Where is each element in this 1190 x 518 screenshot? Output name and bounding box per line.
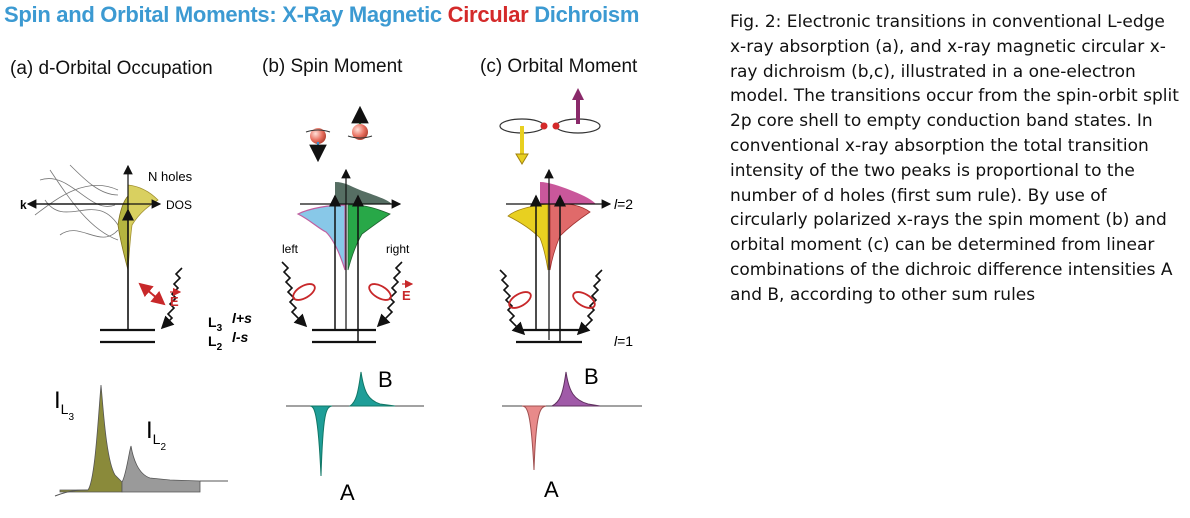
figure-title: Spin and Orbital Moments: X-Ray Magnetic… (4, 2, 639, 28)
orbital-dos-right (549, 203, 591, 271)
orbital-dichroism-peak-b (551, 371, 601, 407)
l2-peak-shape (121, 445, 201, 493)
l3-term: l+s (232, 310, 252, 326)
title-part-3: Dichroism (528, 2, 640, 27)
peak-b-label: B (584, 364, 599, 389)
i-l2-label: IL2 (146, 417, 166, 453)
photon-wave-arrow-icon (499, 269, 526, 336)
spin-dos-right (347, 204, 391, 271)
spin-electron-icon (305, 105, 373, 163)
spin-dos-left (296, 204, 346, 271)
l-equals-1-label: l=1 (614, 333, 633, 349)
panel-c-heading: (c) Orbital Moment (480, 56, 638, 77)
l3-label: L3 (208, 314, 223, 334)
diagram-canvas: N holes k DOS E L3 l+s L2 l-s IL3 IL2 (20, 88, 642, 505)
spin-dichroism-peak-b (348, 371, 396, 407)
e-field-arrow-icon (138, 282, 154, 298)
band-structure-curves (34, 164, 119, 241)
figure-caption: Fig. 2: Electronic transitions in conven… (730, 10, 1182, 308)
right-label: right (386, 242, 410, 256)
k-label: k (20, 198, 27, 212)
n-holes-label: N holes (148, 169, 193, 184)
peak-a-label: A (340, 480, 355, 505)
photon-wave-arrow-left-icon (281, 261, 308, 328)
polarization-ellipse-icon (508, 291, 532, 309)
xmcd-figure: Spin and Orbital Moments: X-Ray Magnetic… (4, 2, 642, 505)
panel-b-heading: (b) Spin Moment (262, 56, 403, 77)
dos-occupied-shape (127, 184, 159, 271)
title-part-2: Circular (447, 2, 529, 27)
l2-label: L2 (208, 333, 223, 353)
e-vector-label-b: E (402, 288, 411, 303)
panel-a-diagram: N holes k DOS E L3 l+s L2 l-s IL3 IL2 (20, 164, 252, 497)
l3-peak-shape (59, 384, 123, 493)
left-label: left (282, 242, 299, 256)
orbital-electron-icon (499, 88, 601, 165)
caption-text: Fig. 2: Electronic transitions in conven… (730, 12, 1179, 305)
spin-dichroism-peak-a (309, 405, 333, 477)
i-l3-label: IL3 (54, 387, 74, 423)
orbital-dichroism-peak-a (521, 405, 547, 471)
l2-term: l-s (232, 329, 249, 345)
peak-a-label: A (544, 477, 559, 502)
photon-wave-arrow-right-icon (376, 261, 403, 328)
title-part-1: Spin and Orbital Moments: X-Ray Magnetic (4, 2, 448, 27)
l-equals-2-label: l=2 (614, 196, 633, 212)
peak-b-label: B (378, 367, 393, 392)
panel-c-diagram: l=2 l=1 B A (499, 88, 642, 502)
polarization-ellipse-icon (292, 283, 316, 301)
panel-a-heading: (a) d-Orbital Occupation (10, 58, 213, 79)
e-vector-label: E (170, 294, 179, 309)
dos-label: DOS (166, 198, 192, 212)
orbital-dos-left (507, 203, 549, 271)
panel-b-diagram: left right E B A (281, 105, 424, 505)
dos-empty-shape (117, 195, 129, 271)
